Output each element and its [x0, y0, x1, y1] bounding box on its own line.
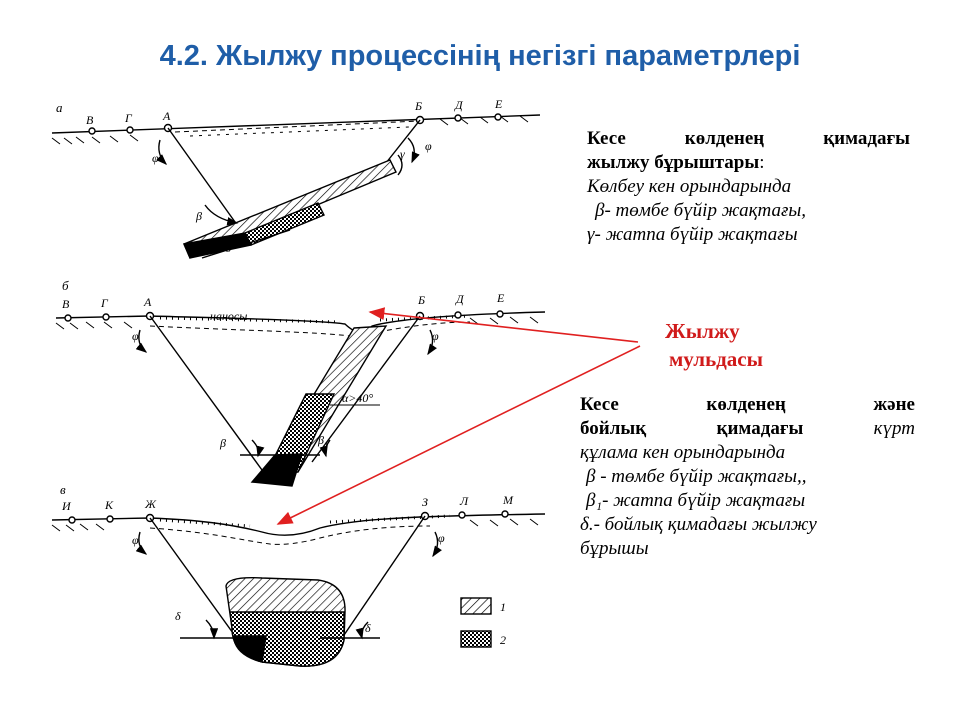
angle-c-delta-right: δ	[365, 621, 371, 635]
block2-line2-bold: бойлық қимадағы	[580, 418, 804, 439]
point-b-4: Б	[417, 293, 425, 307]
point-b-1: В	[62, 297, 70, 311]
callout-line2: мульдасы	[669, 347, 764, 371]
block1-heading-line1: Кесе көлденең қимадағы	[587, 128, 910, 149]
angle-a-phi-right: φ	[425, 139, 432, 153]
angle-c-phi-left: φ	[132, 533, 139, 547]
slide-title: 4.2. Жылжу процессінің негізгі параметрл…	[159, 40, 801, 72]
point-b-2: Г	[100, 296, 109, 310]
legend-swatch-1	[460, 597, 492, 615]
point-b-5: Д	[455, 292, 465, 306]
angle-c-delta-left: δ	[175, 609, 181, 623]
point-a-4: Б	[414, 99, 422, 113]
point-c-4: З	[422, 495, 428, 509]
point-c-2: К	[104, 498, 114, 512]
dip-label-a: α<40°	[205, 241, 236, 255]
callout-line1: Жылжу	[665, 319, 740, 343]
block2-line6: δ.- бойлық қимадағы жылжу	[580, 514, 817, 535]
point-a-2: Г	[124, 111, 133, 125]
displacement-line-b-right	[311, 315, 421, 463]
displacement-line-b-left	[149, 315, 263, 471]
panel-b: б наносы В Г А Б Д Е	[55, 278, 546, 487]
angle-b-phi-left: φ	[132, 329, 139, 343]
block2-line1: Кесе көлденең және	[580, 394, 915, 415]
point-c-3: Ж	[144, 497, 157, 511]
nanosy-label: наносы	[210, 309, 247, 323]
block1-line4: β- төмбе бүйір жақтағы,	[595, 200, 807, 221]
displacement-line-a-left	[167, 127, 241, 230]
block1-heading-line2: жылжу бұрыштары:	[587, 151, 910, 175]
block2-line7: бұрышы	[580, 538, 649, 559]
angle-a-gamma: γ	[400, 147, 405, 161]
point-a-6: Е	[494, 97, 503, 111]
angle-a-beta: β	[195, 209, 202, 223]
point-b-3: А	[143, 295, 152, 309]
definition-block-2: Кесе көлденең және бойлық қимадағы күрт …	[580, 393, 915, 561]
callout-arrow-upper	[368, 307, 639, 343]
ground-line-b	[55, 311, 546, 334]
block1-line3: Көлбеу кен орындарында	[587, 176, 792, 197]
block2-line3: құлама кен орындарында	[580, 442, 786, 463]
point-a-3: А	[162, 109, 171, 123]
block1-heading-bold: жылжу бұрыштары	[587, 152, 760, 173]
panel-a-tag: а	[56, 100, 63, 115]
dip-label-b: α>40°	[342, 391, 373, 405]
panel-b-tag: б	[62, 278, 69, 293]
panel-c: в И К Ж З Л М	[51, 482, 546, 667]
angle-b-beta: β	[219, 436, 226, 450]
legend-label-1: 1	[500, 600, 506, 614]
ground-line-c	[51, 513, 546, 536]
block2-line4: β - төмбе бүйір жақтағы,,	[586, 466, 807, 487]
mulda-callout: Жылжу мульдасы	[665, 317, 763, 373]
point-a-1: В	[86, 113, 94, 127]
block2-line2-tail: күрт	[873, 418, 915, 439]
angle-a-phi-left: φ	[152, 151, 159, 165]
panel-a: а В Г А Б Д Е	[51, 97, 541, 259]
angle-b-phi-right: φ	[432, 329, 439, 343]
point-a-5: Д	[454, 98, 464, 112]
point-c-5: Л	[459, 494, 469, 508]
angle-b-beta1: β₁	[317, 433, 328, 447]
panel-c-tag: в	[60, 482, 66, 497]
point-c-6: М	[502, 493, 514, 507]
point-b-6: Е	[496, 291, 505, 305]
point-c-1: И	[61, 499, 72, 513]
block2-line5: β₁- жатпа бүйір жақтағы	[586, 490, 806, 511]
legend-swatch-2	[460, 630, 492, 648]
angle-c-phi-right: φ	[438, 531, 445, 545]
block2-line2: бойлық қимадағы күрт	[580, 417, 915, 441]
callout-arrow-lower	[276, 345, 641, 525]
block1-line5: γ- жатпа бүйір жақтағы	[587, 224, 798, 245]
definition-block-1: Кесе көлденең қимадағы жылжу бұрыштары: …	[587, 127, 910, 247]
displacement-line-c-left	[149, 517, 239, 641]
displacement-line-c-right	[341, 515, 426, 639]
legend-label-2: 2	[500, 633, 506, 647]
block1-heading-tail: :	[759, 152, 765, 173]
